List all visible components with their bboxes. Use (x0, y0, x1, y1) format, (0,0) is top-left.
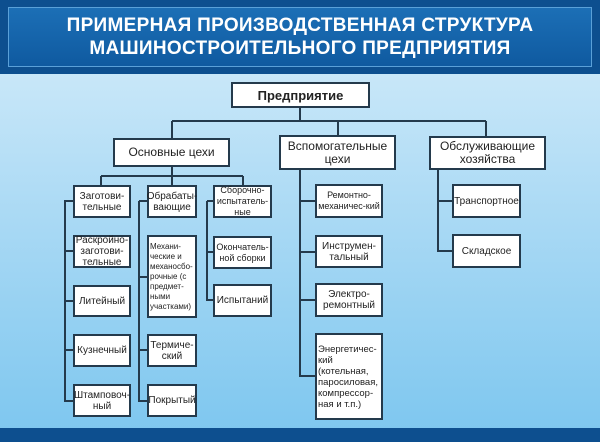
title-line-1: ПРИМЕРНАЯ ПРОИЗВОДСТВЕННАЯ СТРУКТУРА (66, 15, 534, 36)
cutting-box: Раскройно-заготови-тельные (73, 235, 131, 268)
repair-mechanical-box: Ремонтно-механичес-кий (315, 184, 383, 218)
page-title: ПРИМЕРНАЯ ПРОИЗВОДСТВЕННАЯ СТРУКТУРА МАШ… (8, 7, 592, 67)
final-assembly-box: Окончатель-ной сборки (213, 236, 272, 269)
procurement-box: Заготови-тельные (73, 185, 131, 218)
machining-box: Механи-ческие и механосбо-рочные (с пред… (147, 235, 197, 318)
stamping-box: Штамповоч-ный (73, 384, 131, 417)
enterprise-box: Предприятие (231, 82, 370, 108)
electrical-repair-box: Электро-ремонтный (315, 283, 383, 317)
footer-band (0, 428, 600, 442)
testing-box: Испытаний (213, 284, 272, 317)
auxiliary-shops-box: Вспомогательные цехи (279, 135, 396, 170)
foundry-box: Литейный (73, 285, 131, 317)
thermal-box: Термиче-ский (147, 334, 197, 367)
coating-box: Покрытый (147, 384, 197, 417)
assembly-box: Сборочно-испытатель-ные (213, 185, 272, 218)
header-band: ПРИМЕРНАЯ ПРОИЗВОДСТВЕННАЯ СТРУКТУРА МАШ… (0, 0, 600, 74)
energy-box: Энергетичес-кий (котельная, паросиловая,… (315, 333, 383, 420)
title-line-2: МАШИНОСТРОИТЕЛЬНОГО ПРЕДПРИЯТИЯ (89, 38, 511, 59)
tool-box: Инструмен-тальный (315, 235, 383, 268)
main-shops-box: Основные цехи (113, 138, 230, 167)
forging-box: Кузнечный (73, 334, 131, 367)
processing-box: Обрабаты-вающие (147, 185, 197, 218)
warehouse-box: Складское (452, 234, 521, 268)
transport-box: Транспортное (452, 184, 521, 218)
service-facilities-box: Обслуживающие хозяйства (429, 136, 546, 170)
